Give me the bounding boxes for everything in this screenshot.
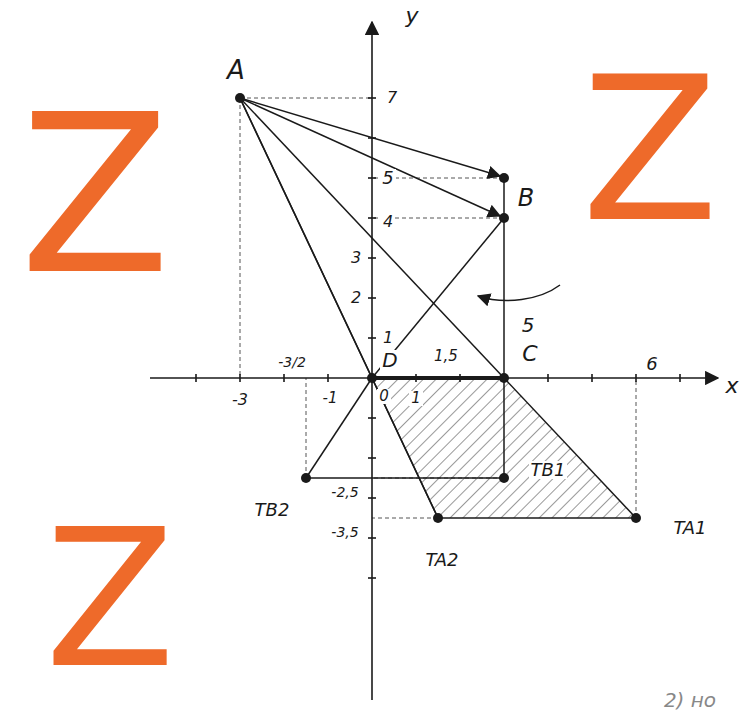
point-name: TA1: [671, 519, 708, 537]
segment-dc: [372, 376, 504, 380]
point-name: TA2: [423, 551, 460, 569]
tick-number: 1: [381, 330, 395, 346]
point-name: TB1: [529, 461, 568, 479]
tick-number: 2: [349, 290, 363, 306]
tick-number: 1: [409, 391, 423, 406]
tick-number: 0: [377, 389, 391, 404]
tick-number: -3: [230, 392, 250, 408]
projection-lines: [240, 98, 636, 518]
dimension-label: 5: [520, 315, 537, 335]
tick-number: -3/2: [276, 355, 308, 369]
tick-number: -1: [321, 391, 340, 406]
tick-number: -3,5: [329, 525, 360, 539]
points: [235, 93, 641, 523]
axis-name: y: [403, 5, 420, 27]
page-note: 2) но: [662, 690, 718, 710]
point-name: A: [225, 57, 247, 83]
point-name: C: [520, 343, 539, 365]
point-name: D: [380, 350, 399, 370]
tick-number: 5: [380, 169, 395, 187]
hatched-region: [372, 378, 636, 518]
point-name: TB2: [253, 501, 292, 519]
tick-number: 6: [644, 355, 659, 373]
tick-number: 1,5: [432, 349, 460, 364]
point-name: B: [516, 186, 536, 210]
tick-number: -2,5: [329, 485, 360, 499]
axis-name: x: [723, 375, 740, 397]
tick-number: 7: [385, 90, 399, 106]
tick-number: 3: [349, 250, 363, 266]
orange-mark: Z: [579, 50, 720, 250]
figure-lines: [240, 98, 636, 518]
orange-mark: Z: [18, 85, 173, 305]
orange-mark: Z: [43, 505, 177, 695]
tick-number: 4: [381, 214, 395, 230]
